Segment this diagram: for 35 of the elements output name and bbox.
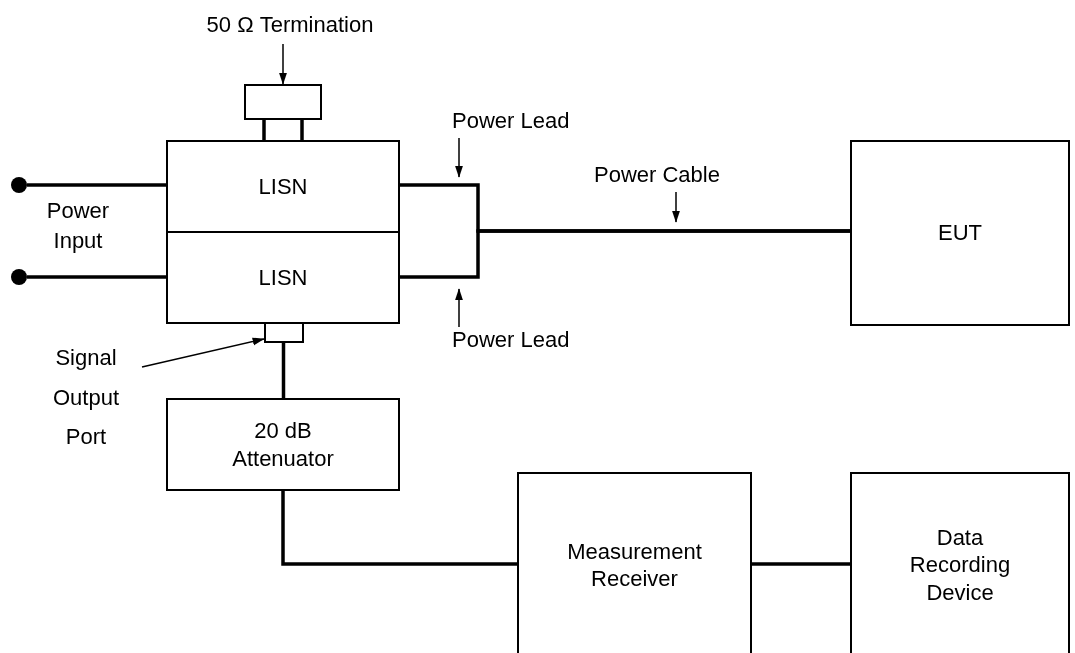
wire	[281, 491, 517, 566]
callout-label: Power Lead	[452, 108, 622, 138]
wire	[752, 562, 850, 566]
box-label: Measurement Receiver	[566, 537, 703, 593]
wire	[262, 120, 266, 140]
leader-arrow	[455, 137, 463, 178]
leader-arrow	[672, 191, 680, 223]
callout-label: Signal Output Port	[30, 338, 142, 460]
port-box	[264, 322, 304, 343]
callout-label: Power Lead	[452, 327, 622, 357]
terminal-dot	[11, 269, 27, 285]
box-label: 20 dB Attenuator	[231, 417, 335, 472]
terminal-label: Power Input	[45, 197, 111, 255]
receiver-box	[517, 472, 752, 653]
box-label: LISN	[258, 263, 308, 292]
wire	[281, 343, 286, 398]
box-label: LISN	[258, 172, 308, 201]
lisn-box	[166, 140, 400, 233]
leader-arrow	[279, 43, 287, 85]
lisn-box	[166, 231, 400, 324]
eut-box	[850, 140, 1070, 326]
recorder-box	[850, 472, 1070, 653]
wire	[27, 183, 166, 187]
wire	[400, 229, 850, 279]
attenuator-box	[166, 398, 400, 491]
termination-box	[244, 84, 322, 120]
callout-label: Power Cable	[594, 162, 774, 192]
box-label: Data Recording Device	[908, 523, 1012, 607]
wire	[27, 275, 166, 279]
terminal-dot	[11, 177, 27, 193]
callout-label: 50 Ω Termination	[150, 12, 430, 44]
box-label: EUT	[938, 219, 982, 247]
wire	[300, 120, 304, 140]
leader-arrow	[455, 288, 463, 328]
leader-arrow	[141, 337, 265, 368]
